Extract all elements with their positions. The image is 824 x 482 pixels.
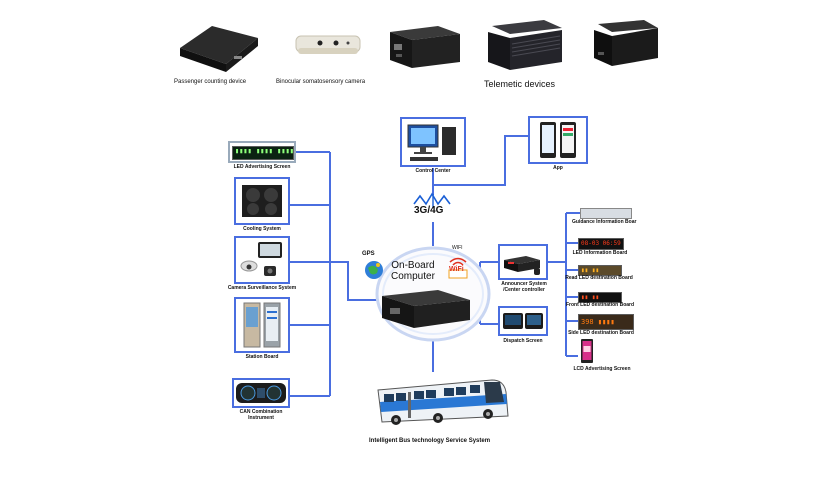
read-led-label: Read LED destination Board (565, 275, 633, 281)
binocular-camera-image (290, 30, 366, 60)
wifi-icon (447, 256, 469, 280)
guidance-board-label: Guidance Information Boar (572, 219, 637, 225)
dispatch-screen-box (498, 306, 548, 336)
can-instrument-label: CAN Combination Instrument (228, 409, 294, 421)
telematic-device-1-image (386, 20, 464, 70)
cooling-system-box (234, 177, 290, 225)
front-led-display: ▮▮ ▮▮ (578, 292, 622, 303)
footer-caption: Intelligent Bus technology Service Syste… (369, 438, 491, 444)
guidance-board-display (580, 208, 632, 219)
binocular-camera-label: Binocular somatosensory camera (276, 79, 366, 85)
announcer-label-line1: Announcer System (501, 281, 547, 287)
announcer-label: Announcer System /Center controller (496, 281, 552, 293)
telematic-devices-label: Telemetic devices (484, 79, 556, 89)
lcd-advertising-display (580, 338, 594, 364)
led-advertising-label: LED Advertising Screen (233, 164, 291, 170)
telematic-device-3-image (588, 16, 660, 70)
hub-title: On-Board Computer (391, 260, 435, 282)
camera-surveillance-box (234, 236, 290, 284)
antenna-icon (412, 190, 454, 208)
announcer-label-line2: /Center controller (503, 287, 545, 293)
wifi-badge: WiFi (449, 266, 464, 273)
app-label: App (553, 165, 563, 171)
network-label: 3G/4G (414, 205, 444, 216)
read-led-display: ▮▮ ▮▮ (578, 265, 622, 276)
can-instrument-box (232, 378, 290, 408)
gps-label: GPS (362, 251, 375, 257)
led-information-label: LED Information Board (572, 250, 628, 256)
onboard-computer-device (380, 288, 474, 330)
announcer-system-box (498, 244, 548, 280)
app-box (528, 116, 588, 164)
telematic-device-2-image (484, 16, 566, 72)
can-instrument-label-line1: CAN Combination (239, 409, 283, 415)
led-advertising-display: ▮▮▮▮ ▮▮▮▮ ▮▮▮▮ (235, 147, 293, 155)
bus-image (374, 372, 512, 430)
front-led-label: Front LED destination Board (566, 302, 635, 308)
control-center-label: Control Center (415, 168, 451, 174)
lcd-advertising-label: LCD Advertising Screen (573, 366, 631, 372)
wifi-label: WIFI (452, 245, 463, 251)
globe-icon (364, 260, 384, 280)
hub-title-line2: Computer (391, 271, 435, 282)
control-center-box (400, 117, 466, 167)
dispatch-screen-label: Dispatch Screen (503, 338, 543, 344)
can-instrument-label-line2: Instrument (248, 415, 274, 421)
hub-title-line1: On-Board (391, 260, 435, 271)
station-board-label: Station Board (245, 354, 279, 360)
led-information-display: 08-03 06:59 (578, 238, 624, 250)
cooling-system-label: Cooling System (243, 226, 281, 232)
side-led-label: Side LED destination Board (568, 330, 634, 336)
side-led-display: 398 ▮▮▮▮ (578, 314, 634, 330)
passenger-counter-image (174, 18, 262, 76)
camera-surveillance-label: Camera Surveillance System (227, 285, 297, 291)
passenger-counter-label: Passenger counting device (174, 79, 247, 85)
led-advertising-box: ▮▮▮▮ ▮▮▮▮ ▮▮▮▮ (228, 141, 296, 163)
station-board-box (234, 297, 290, 353)
